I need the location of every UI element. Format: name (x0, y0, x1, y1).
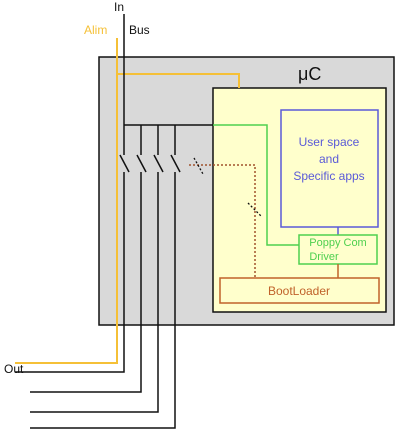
switch-2 (136, 154, 147, 173)
poppy-driver-label-1: Poppy Com (309, 237, 366, 249)
bus-out-2 (30, 172, 142, 393)
switch-1 (119, 154, 130, 173)
boot-dotted-diag (247, 202, 263, 218)
bootloader-box (219, 277, 380, 304)
bus-label: Bus (129, 23, 150, 37)
alim-line (117, 73, 240, 88)
bootloader-label: BootLoader (268, 284, 330, 298)
poppy-driver-label-2: Driver (309, 251, 339, 263)
bus-out-1 (15, 172, 125, 373)
user-space-box (280, 109, 379, 228)
switch-4 (170, 154, 181, 173)
boot-dotted-switch (193, 157, 204, 175)
switch-3 (153, 154, 164, 173)
bus-out-3 (30, 172, 159, 413)
alim-trunk (15, 38, 118, 364)
boot-dotted-link (189, 164, 256, 278)
user-space-label-3: Specific apps (293, 169, 364, 183)
user-space-label-2: and (319, 152, 339, 166)
out-label: Out (4, 362, 24, 376)
bus-to-driver-link (213, 124, 299, 246)
in-label: In (114, 0, 124, 14)
bus-out-4 (30, 172, 176, 429)
uc-label: μC (298, 64, 321, 84)
user-space-label-1: User space (299, 135, 360, 149)
alim-label: Alim (84, 23, 107, 37)
